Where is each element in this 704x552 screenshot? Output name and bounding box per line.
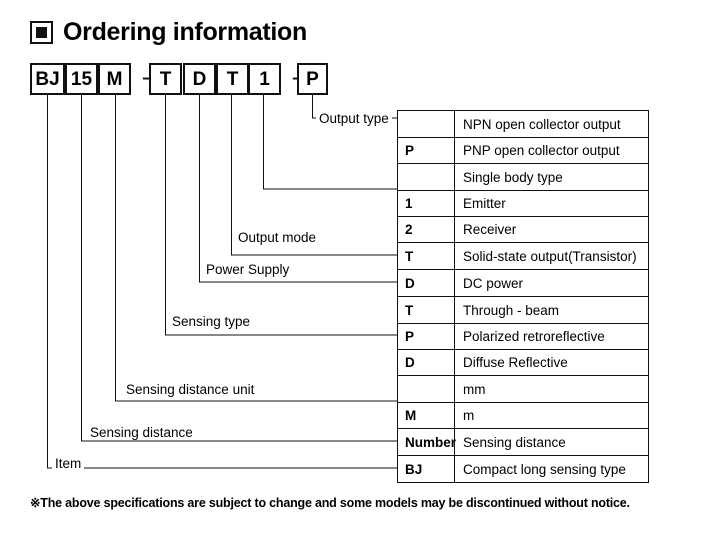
description-cell: Solid-state output(Transistor) [463, 248, 637, 264]
callout-label-sensing-distance-unit: Sensing distance unit [123, 383, 258, 397]
model-code-separator: – [142, 68, 153, 89]
code-cell [398, 376, 455, 402]
description-cell: Through - beam [463, 302, 560, 318]
table-row: 1 Emitter [398, 190, 648, 216]
code-cell: 1 [398, 191, 455, 216]
table-row: NPN open collector output [398, 111, 648, 137]
description-cell: Receiver [463, 222, 517, 237]
item-group: BJ Compact long sensing type [397, 455, 649, 483]
table-row: mm [398, 376, 648, 402]
code-cell: D [398, 270, 455, 296]
description-cell: Compact long sensing type [463, 461, 626, 477]
model-code-box-1: 1 [248, 63, 281, 95]
table-row: D DC power [398, 270, 648, 296]
callout-label-output-type: Output type [316, 112, 392, 126]
page-title: Ordering information [30, 20, 307, 45]
code-cell [398, 164, 455, 190]
callout-label-sensing-distance: Sensing distance [87, 426, 196, 440]
model-code-box-bj: BJ [30, 63, 65, 95]
output-mode-group: Single body type 1 Emitter 2 Receiver [397, 163, 649, 243]
description-cell: DC power [463, 275, 524, 291]
model-code-box-15: 15 [65, 63, 98, 95]
footer-note: ※The above specifications are subject to… [30, 496, 630, 510]
description-cell: Polarized retroreflective [463, 329, 605, 344]
table-row: BJ Compact long sensing type [398, 456, 648, 482]
table-row: D Diffuse Reflective [398, 349, 648, 375]
description-cell: Sensing distance [463, 434, 566, 450]
table-row: Number Sensing distance [398, 429, 648, 455]
model-code-box-t: T [149, 63, 182, 95]
table-row: 2 Receiver [398, 216, 648, 242]
filled-square-bullet-icon [30, 21, 53, 44]
code-cell: T [398, 297, 455, 323]
code-cell [398, 111, 455, 137]
model-code-box-p: P [297, 63, 328, 95]
code-cell: 2 [398, 217, 455, 242]
page-title-text: Ordering information [63, 18, 308, 46]
table-row: P PNP open collector output [398, 137, 648, 163]
sensing-distance-group: Number Sensing distance [397, 428, 649, 456]
callout-label-power-supply: Power Supply [203, 263, 293, 277]
table-row: P Polarized retroreflective [398, 323, 648, 349]
description-cell: mm [463, 381, 486, 397]
output-signal-group: T Solid-state output(Transistor) [397, 242, 649, 270]
model-code-box-d: D [183, 63, 216, 95]
code-cell: D [398, 350, 455, 375]
code-cell: M [398, 403, 455, 428]
table-row: Single body type [398, 164, 648, 190]
description-cell: Diffuse Reflective [463, 355, 568, 370]
model-code-box-m: M [98, 63, 131, 95]
description-cell: m [463, 408, 475, 423]
code-cell: BJ [398, 456, 455, 482]
code-cell: T [398, 243, 455, 269]
description-cell: Single body type [463, 169, 563, 185]
code-cell: Number [398, 429, 456, 455]
table-row: T Through - beam [398, 297, 648, 323]
power-supply-group: D DC power [397, 269, 649, 297]
code-cell: P [398, 324, 455, 349]
model-code-box-t: T [216, 63, 249, 95]
description-cell: NPN open collector output [463, 116, 621, 132]
description-cell: PNP open collector output [463, 143, 620, 158]
table-row: T Solid-state output(Transistor) [398, 243, 648, 269]
code-cell: P [398, 138, 455, 163]
description-cell: Emitter [463, 196, 506, 211]
callout-label-item: Item [52, 457, 85, 471]
callout-label-output-mode: Output mode [235, 231, 320, 245]
callout-label-sensing-type: Sensing type [169, 315, 254, 329]
